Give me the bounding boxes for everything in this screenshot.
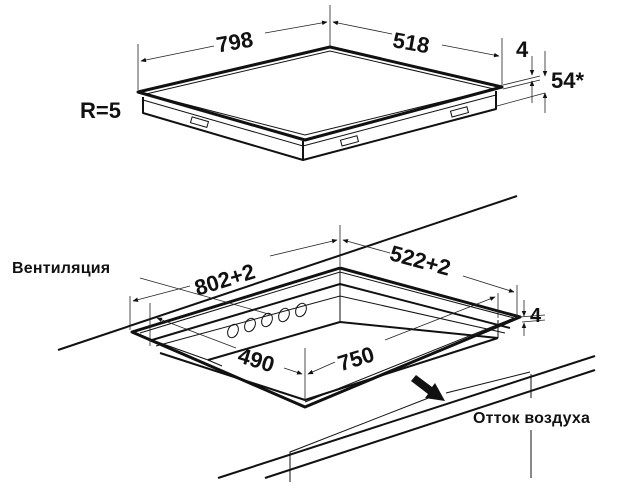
worktop-front-edge-top [217,355,596,479]
hob-drawing: 798 518 4 54* R=5 [80,5,584,161]
hob-body-edge [142,94,497,147]
inner-depth-label: 490 [235,343,277,378]
worktop-back-edge [57,195,518,351]
dim-arrow-518-left [332,20,393,35]
dim-arrow-802-right [269,238,338,257]
cabinet-door-top [445,371,531,394]
dim-ext-line [519,314,546,318]
hob-glass-outline [136,45,504,142]
ventilation-holes [227,302,307,339]
cutout-drawing: Вентиляция 802+2 522+2 4 490 750 [12,195,596,482]
cabinet-door-left [289,396,432,482]
dim-arrow-522-left [342,239,391,254]
worktop-offset-label: 4 [530,305,542,327]
hob-glass-inner-edge [145,50,495,136]
dim-arrow-798-right [264,20,328,34]
vent-slot-left [189,116,210,128]
hob-width-label: 798 [214,27,255,58]
ventilation-leader-line [139,277,273,316]
dim-ext-line [496,92,546,107]
dim-arrow-490-left [156,317,237,349]
cutout-inner-rim [139,271,516,403]
vent-hole [261,312,273,328]
hob-depth-label: 518 [391,27,432,58]
worktop-front-edge-bottom [264,369,596,479]
total-height-label: 54* [551,68,584,93]
glass-thickness-label: 4 [516,37,529,62]
airflow-arrow-icon [411,375,445,401]
cabinet-inner-ledge [155,295,506,347]
vent-hole [244,317,256,333]
airflow-label: Отток воздуха [473,410,590,427]
vent-slot-right [449,106,470,118]
dim-arrow-750-left [307,361,336,375]
dim-arrow-522-right [462,275,515,293]
dim-arrow-750-right [384,296,496,341]
dim-ext-line [502,75,541,86]
corner-radius-label: R=5 [80,98,121,123]
inner-width-label: 750 [335,341,377,376]
dim-ext-line [502,79,541,90]
dim-arrow-798-left [140,45,215,63]
dim-arrow-518-right [441,44,500,58]
cabinet-left-line [151,339,223,367]
vent-hole [227,323,239,339]
dim-arrow-802-left [132,285,191,302]
vent-slot-front [339,135,360,147]
vent-hole [278,307,290,323]
hob-body-front [142,97,304,161]
dim-ext-line [521,319,546,323]
dim-arrow-490-right [283,367,303,375]
hob-body-right [302,91,497,161]
vent-hole [295,302,307,318]
cutout-depth-label: 522+2 [387,240,453,280]
ventilation-label: Вентиляция [12,260,110,277]
